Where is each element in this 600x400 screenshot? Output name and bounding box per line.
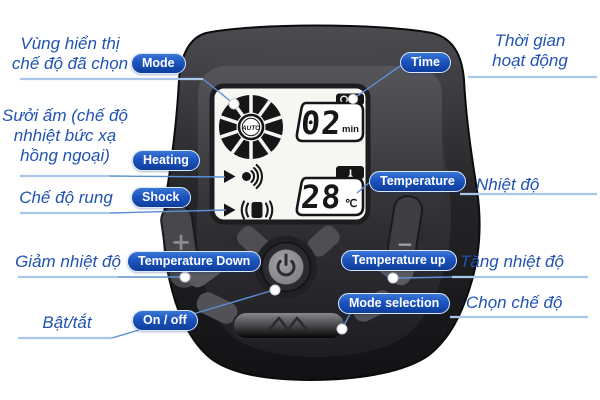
temperature-unit: ℃	[345, 198, 358, 210]
temperature-readout: 28	[299, 178, 343, 216]
tag-time: Time	[400, 52, 451, 73]
temperature-display	[295, 176, 365, 217]
time-readout: 02	[299, 104, 343, 142]
label-temp-up: Tăng nhiệt độ	[460, 252, 564, 271]
auto-label: AUTO	[241, 125, 260, 132]
time-unit: min	[342, 124, 359, 135]
tag-temperature: Temperature	[369, 171, 466, 192]
heating-speaker-icon	[224, 163, 263, 190]
label-temperature: Nhiệt độ	[476, 175, 540, 194]
tag-temp-down: Temperature Down	[127, 251, 262, 272]
label-on-off: Bật/tắt	[42, 313, 92, 332]
label-underlines	[18, 75, 597, 340]
m-button-flank-left	[196, 292, 238, 324]
tag-temp-up: Temperature up	[341, 250, 457, 271]
tag-heating: Heating	[132, 150, 200, 171]
label-mode-area: Vùng hiển thị chế độ đã chọn	[11, 34, 129, 73]
panel-wedge-upper-right	[307, 225, 340, 257]
tag-on-off: On / off	[132, 310, 198, 331]
tag-shock: Shock	[131, 187, 191, 208]
label-temp-down: Giảm nhiệt độ	[15, 252, 121, 271]
label-shock-mode: Chế độ rung	[19, 188, 113, 207]
tag-mode-selection: Mode selection	[338, 293, 451, 314]
label-heating: Sưởi ấm (chế độ nhhiệt bức xạ hồng ngoại…	[2, 106, 128, 165]
time-display	[295, 101, 365, 143]
tag-mode: Mode	[131, 53, 186, 74]
power-icon	[276, 253, 296, 277]
anchor-dots	[179, 93, 399, 335]
power-button[interactable]	[268, 249, 304, 285]
label-operating-time: Thời gian hoạt động	[492, 31, 568, 70]
m-zigzag-icon	[265, 316, 311, 334]
vibration-icon	[224, 200, 274, 220]
plus-icon: +	[171, 228, 191, 256]
label-mode-selection: Chọn chế độ	[466, 293, 563, 312]
mode-dial-icon: AUTO	[219, 95, 283, 159]
mode-select-button[interactable]	[232, 311, 346, 340]
